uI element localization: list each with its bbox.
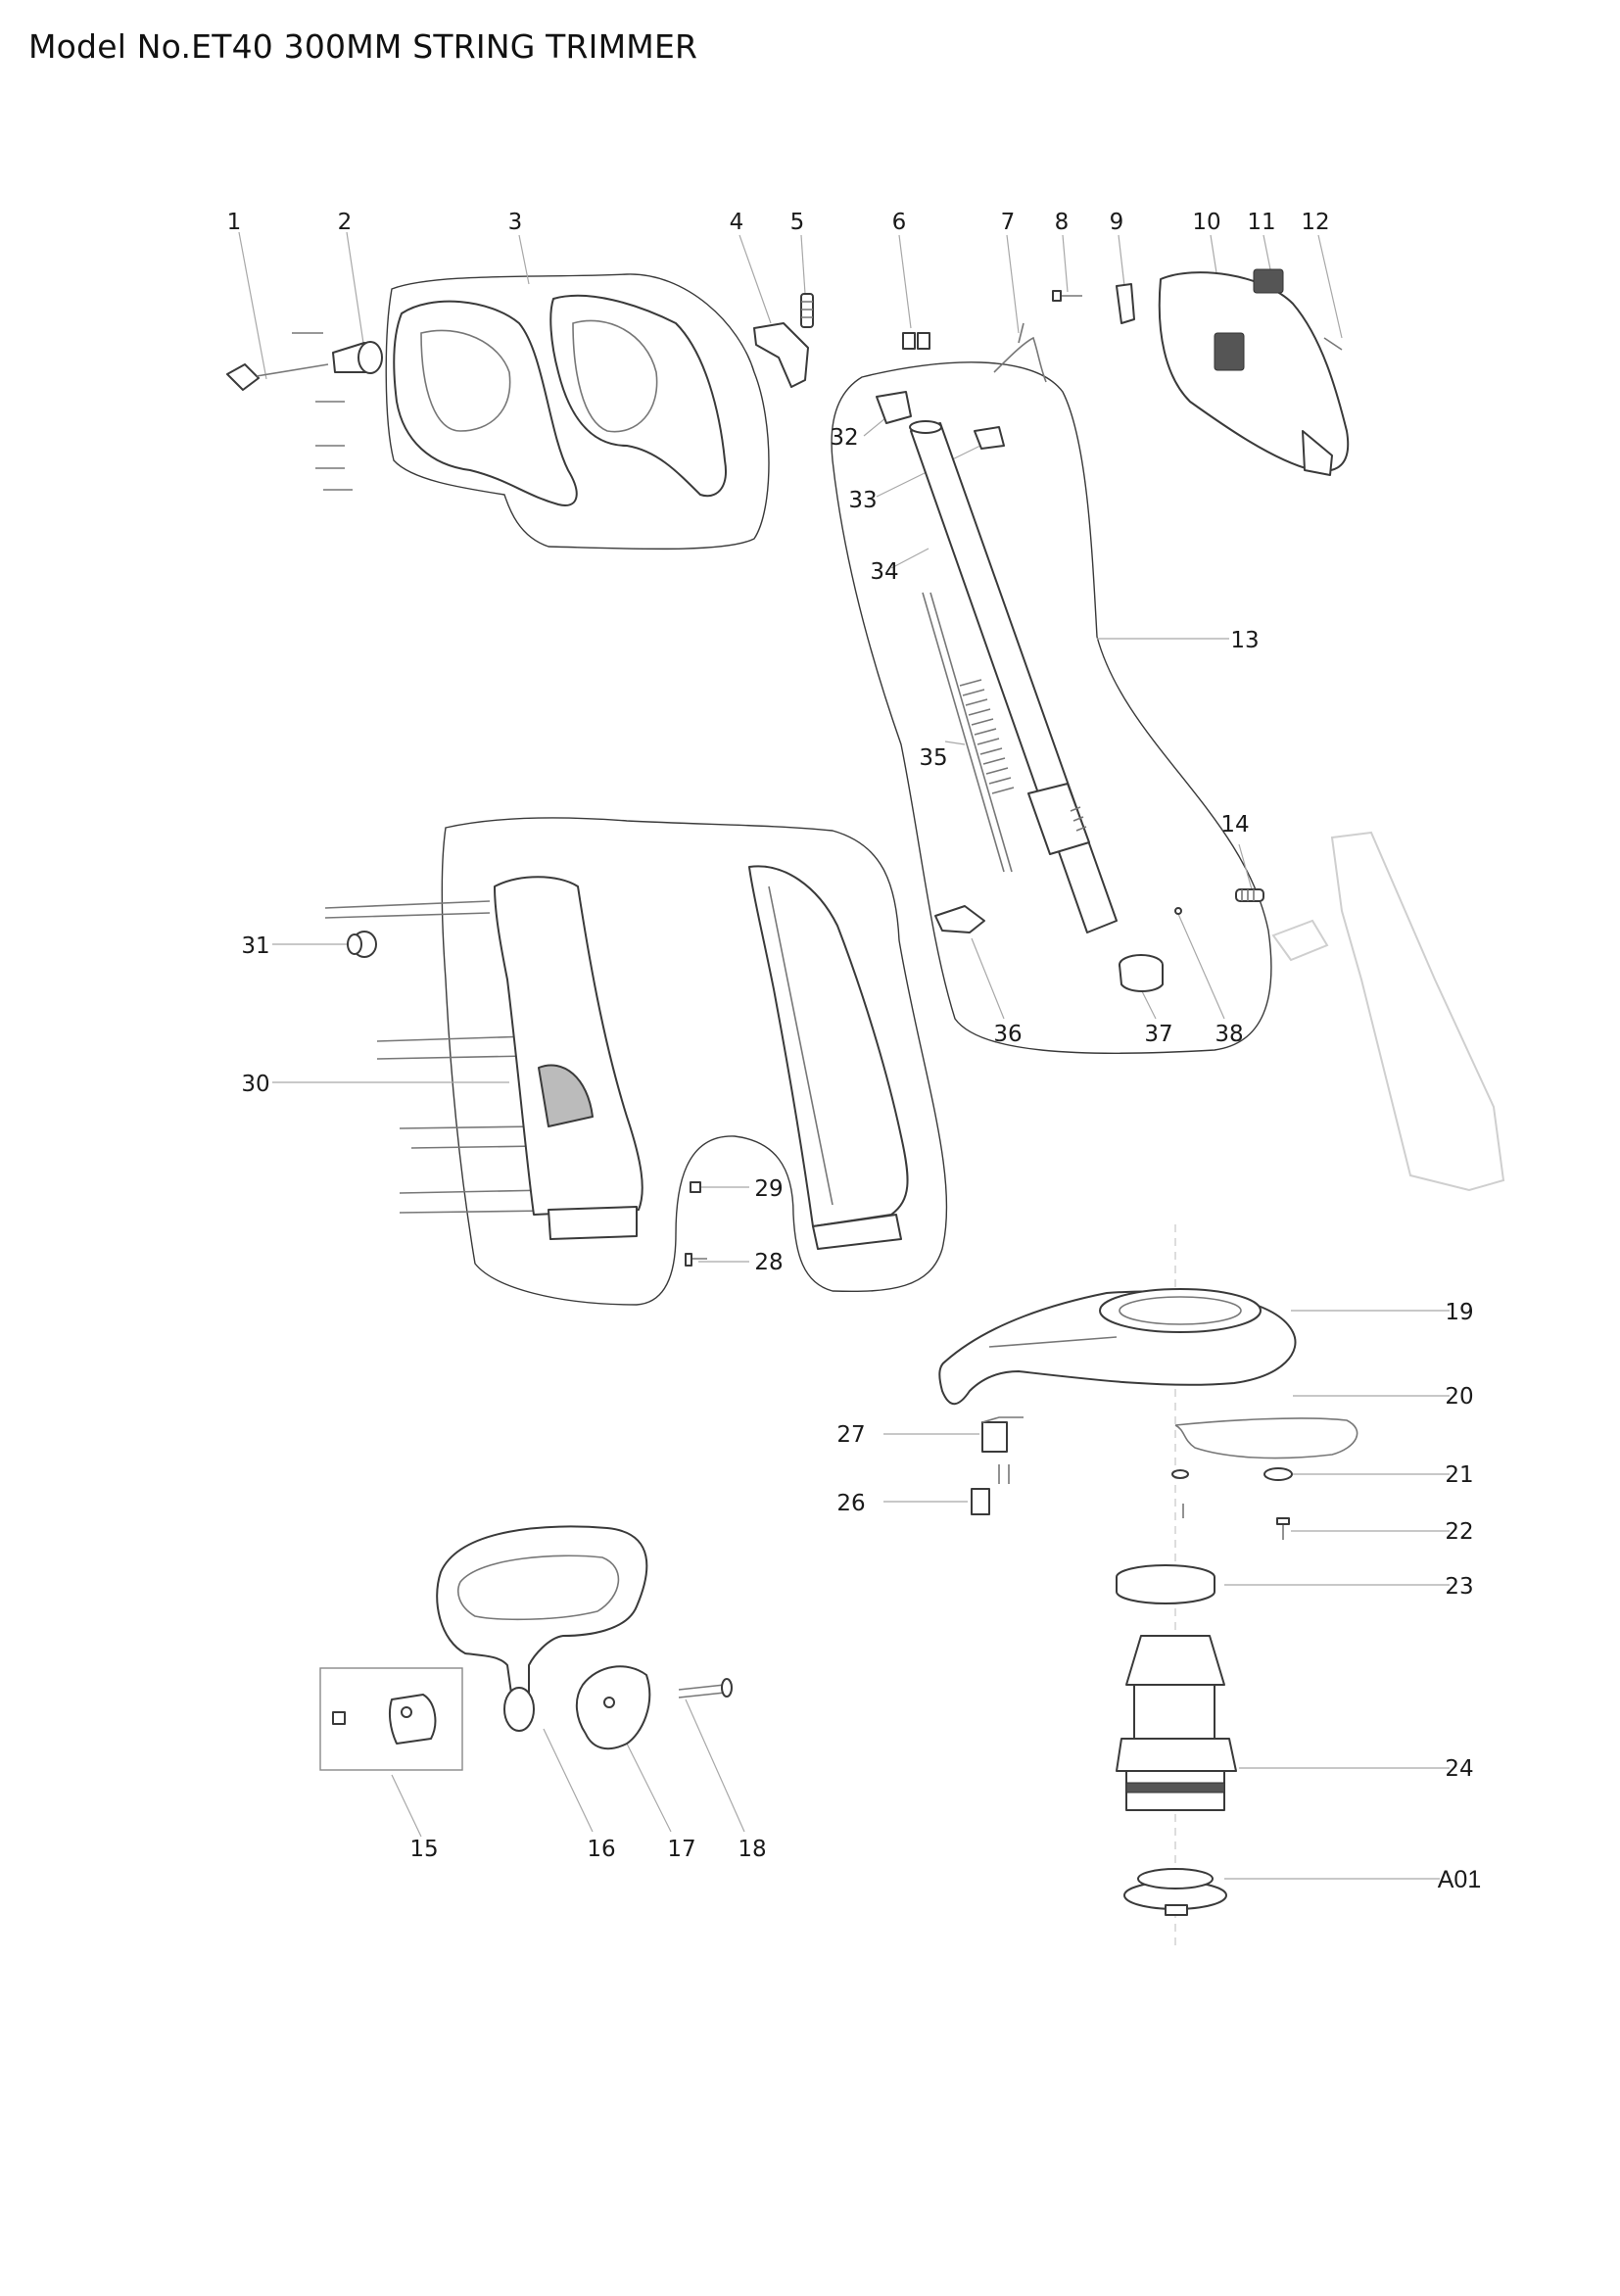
part-32-clamp bbox=[876, 391, 912, 424]
callout-35: 35 bbox=[919, 745, 947, 771]
callout-15: 15 bbox=[409, 1837, 438, 1862]
part-27-bracket bbox=[981, 1416, 1024, 1453]
callout-21: 21 bbox=[1445, 1462, 1473, 1488]
part-3-motor-housing bbox=[393, 294, 727, 506]
callout-36: 36 bbox=[993, 1022, 1022, 1047]
callout-12: 12 bbox=[1301, 210, 1329, 235]
callout-37: 37 bbox=[1144, 1022, 1172, 1047]
callout-24: 24 bbox=[1445, 1756, 1473, 1782]
callout-17: 17 bbox=[667, 1837, 695, 1862]
callout-26: 26 bbox=[836, 1491, 865, 1516]
part-23-ring bbox=[1116, 1564, 1215, 1604]
part-a01-spool-head bbox=[1123, 1868, 1227, 1916]
part-21-washer bbox=[1263, 1467, 1293, 1481]
part-19-guard bbox=[938, 1288, 1297, 1406]
part-37-collar bbox=[1119, 954, 1164, 992]
part-8-screw bbox=[1052, 290, 1082, 302]
part-5-spring bbox=[800, 293, 814, 328]
callout-7: 7 bbox=[1001, 210, 1016, 235]
callout-30: 30 bbox=[241, 1072, 269, 1097]
part-29-nut bbox=[690, 1181, 701, 1193]
part-phantom-housing-cover bbox=[1271, 831, 1505, 1192]
part-18-bolt bbox=[678, 1678, 733, 1698]
part-17-clamp bbox=[575, 1665, 651, 1750]
group-outline-3 bbox=[385, 273, 770, 550]
callout-27: 27 bbox=[836, 1422, 865, 1448]
callout-4: 4 bbox=[730, 210, 744, 235]
part-2-cord-guard bbox=[332, 341, 383, 374]
callout-19: 19 bbox=[1445, 1300, 1473, 1325]
part-16-auxiliary-handle bbox=[436, 1525, 648, 1732]
page-title: Model No.ET40 300MM STRING TRIMMER bbox=[28, 27, 698, 66]
part-34-shaft-tube bbox=[909, 420, 1118, 933]
group-outline-13 bbox=[831, 361, 1272, 1054]
callout-8: 8 bbox=[1055, 210, 1070, 235]
callout-labels: 1 2 3 4 5 6 7 8 9 10 11 12 13 14 15 16 1… bbox=[227, 210, 1482, 1893]
callout-22: 22 bbox=[1445, 1519, 1473, 1545]
callout-13: 13 bbox=[1230, 628, 1259, 653]
part-28-screw bbox=[685, 1253, 707, 1267]
callout-18: 18 bbox=[738, 1837, 766, 1862]
part-36-latch bbox=[934, 905, 985, 933]
part-38-screw bbox=[1174, 907, 1182, 915]
part-centre-washers bbox=[1171, 1469, 1189, 1518]
part-7-wire bbox=[993, 322, 1047, 383]
part-26-plate bbox=[971, 1488, 990, 1515]
part-12-spring-pin bbox=[1323, 337, 1343, 351]
part-9-clip bbox=[1116, 283, 1135, 324]
part-30-lower-housing bbox=[494, 865, 909, 1250]
callout-20: 20 bbox=[1445, 1384, 1473, 1410]
callout-10: 10 bbox=[1192, 210, 1220, 235]
group-outline-30 bbox=[441, 817, 948, 1306]
callout-3: 3 bbox=[508, 210, 523, 235]
callout-2: 2 bbox=[338, 210, 353, 235]
part-10-handle-housing bbox=[1158, 271, 1350, 476]
callout-31: 31 bbox=[241, 933, 269, 959]
callout-28: 28 bbox=[754, 1250, 783, 1275]
part-31-grommet bbox=[347, 931, 377, 958]
callout-34: 34 bbox=[870, 559, 898, 585]
part-15-knob-kit bbox=[319, 1667, 463, 1771]
part-24-motor bbox=[1116, 1635, 1237, 1811]
part-14-spring bbox=[1235, 888, 1264, 902]
part-27-screws bbox=[998, 1464, 1010, 1484]
callout-29: 29 bbox=[754, 1176, 783, 1202]
callout-23: 23 bbox=[1445, 1574, 1473, 1600]
callout-16: 16 bbox=[587, 1837, 615, 1862]
part-11-switch bbox=[1253, 268, 1284, 294]
part-3-screws bbox=[292, 332, 353, 491]
callout-a01: A01 bbox=[1438, 1866, 1481, 1893]
callout-5: 5 bbox=[790, 210, 805, 235]
part-4-trigger bbox=[753, 322, 809, 388]
part-6-terminal-block bbox=[902, 332, 930, 350]
part-20-wire-edge-guide bbox=[1174, 1417, 1358, 1459]
leader-lines bbox=[238, 231, 1450, 1880]
callout-33: 33 bbox=[848, 488, 877, 513]
callout-11: 11 bbox=[1247, 210, 1275, 235]
part-30-screws bbox=[324, 900, 549, 1214]
callout-9: 9 bbox=[1110, 210, 1124, 235]
callout-32: 32 bbox=[830, 425, 858, 451]
part-35-cable-spring bbox=[922, 592, 1015, 873]
callout-38: 38 bbox=[1215, 1022, 1243, 1047]
part-33-lock bbox=[974, 426, 1005, 450]
part-22-screw bbox=[1276, 1517, 1290, 1540]
callout-6: 6 bbox=[892, 210, 907, 235]
part-1-power-cord bbox=[226, 363, 329, 391]
callout-1: 1 bbox=[227, 210, 242, 235]
callout-14: 14 bbox=[1220, 812, 1249, 837]
